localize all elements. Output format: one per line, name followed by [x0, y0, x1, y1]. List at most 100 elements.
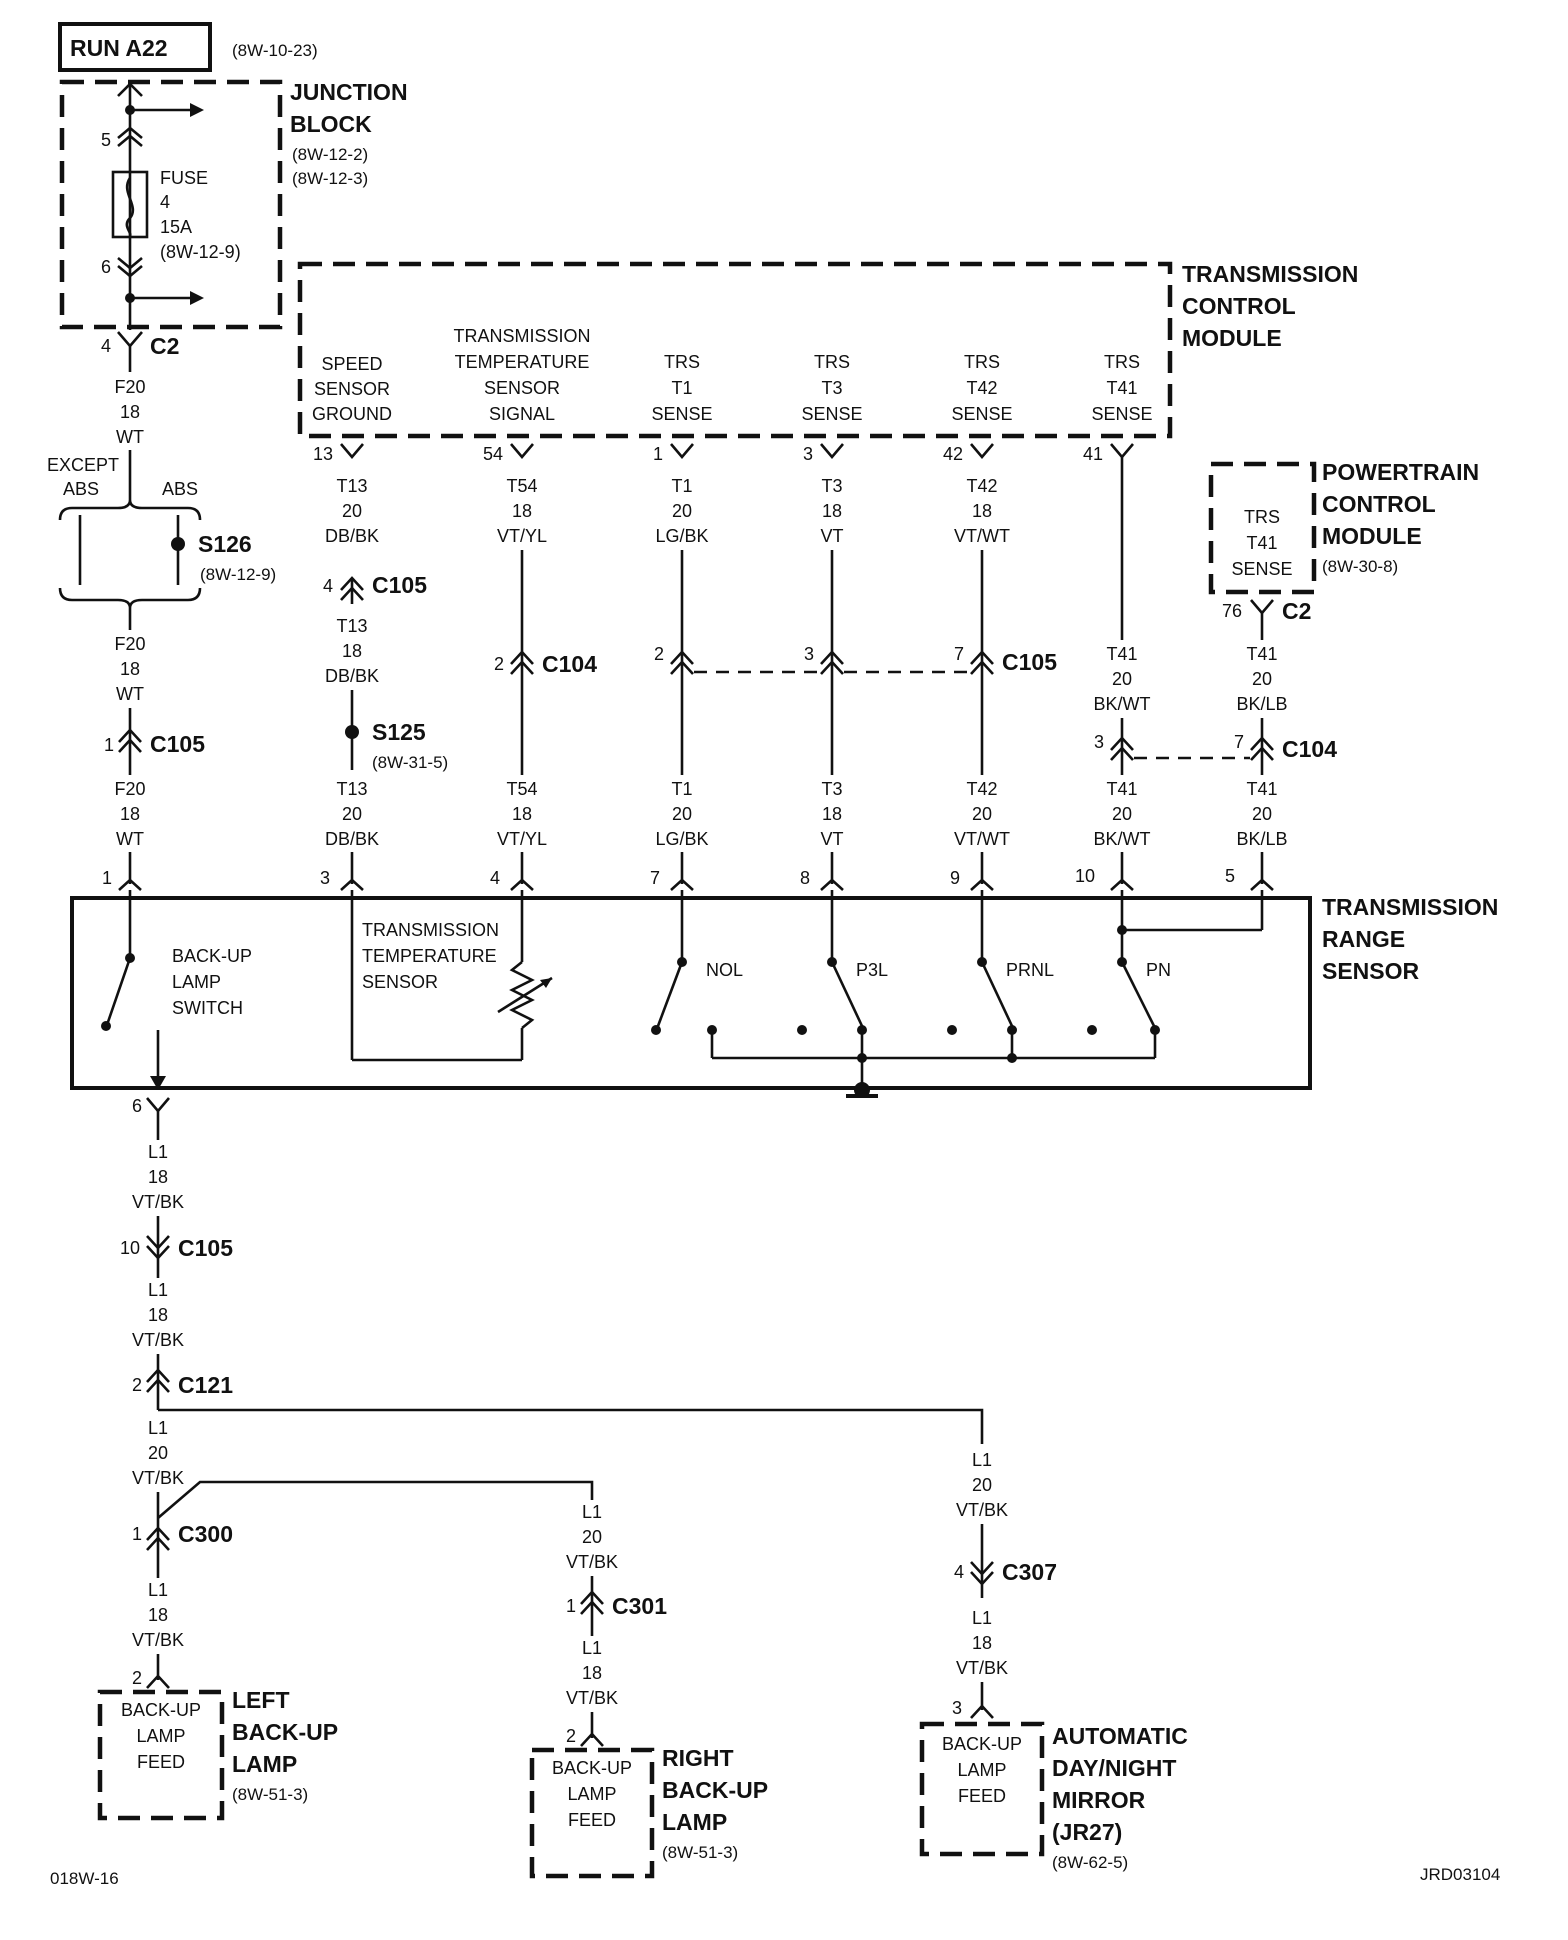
svg-text:T1: T1 — [671, 779, 692, 799]
svg-text:VT/YL: VT/YL — [497, 526, 547, 546]
wire-f20-bot-2: 18 — [120, 804, 140, 824]
c300-pin: 1 — [132, 1524, 142, 1544]
trs-ground-bus — [707, 1025, 1157, 1098]
svg-text:L1: L1 — [972, 1608, 992, 1628]
svg-text:TRS: TRS — [1104, 352, 1140, 372]
tcm-pin-13: 13 — [313, 444, 333, 464]
svg-text:SIGNAL: SIGNAL — [489, 404, 555, 424]
svg-text:BK/LB: BK/LB — [1236, 829, 1287, 849]
l1-branch-to-mirror — [158, 1408, 984, 1444]
s125-ref: (8W-31-5) — [372, 753, 448, 772]
l1-wire-labels-mirror-a: L1 20 VT/BK — [956, 1450, 1008, 1520]
svg-text:L1: L1 — [972, 1450, 992, 1470]
pcm-label-1: TRS — [1244, 507, 1280, 527]
t1-wire-labels-bot: T1 20 LG/BK — [655, 779, 708, 849]
svg-text:20: 20 — [672, 804, 692, 824]
left-lamp-pin: 2 — [132, 1668, 142, 1688]
trs-pin-7: 7 — [650, 868, 660, 888]
right-lamp-box-2: LAMP — [567, 1784, 616, 1804]
svg-text:20: 20 — [148, 1443, 168, 1463]
nol-switch — [651, 890, 687, 1035]
svg-text:VT/BK: VT/BK — [132, 1192, 184, 1212]
t41-wire-labels-mid: T41 20 BK/WT — [1094, 644, 1151, 714]
trs-pin-6: 6 — [132, 1096, 142, 1116]
wire-f20-mid-2: 18 — [120, 659, 140, 679]
l1-wire-labels-left: L1 18 VT/BK — [132, 1580, 184, 1650]
pcm-c2-name: C2 — [1282, 598, 1311, 624]
backup-switch-label-1: BACK-UP — [172, 946, 252, 966]
mirror-connector — [970, 1682, 994, 1719]
run-label: RUN A22 — [70, 35, 168, 61]
svg-text:T42: T42 — [966, 476, 997, 496]
tcm-box — [297, 261, 1173, 439]
pcm-label-2: T41 — [1246, 533, 1277, 553]
c105-connector-l1 — [146, 1216, 170, 1278]
svg-text:L1: L1 — [148, 1418, 168, 1438]
left-lamp-title-2: BACK-UP — [232, 1719, 338, 1745]
run-label-box — [58, 22, 212, 72]
tcm-pin-1: 1 — [653, 444, 663, 464]
svg-text:L1: L1 — [582, 1502, 602, 1522]
t41pcm-wire-labels-mid: T41 20 BK/LB — [1236, 644, 1287, 714]
tcm-pin-41: 41 — [1083, 444, 1103, 464]
p3l-label: P3L — [856, 960, 888, 980]
l1-wire-labels-mirror-b: L1 18 VT/BK — [956, 1608, 1008, 1678]
c105-f20-pin: 1 — [104, 735, 114, 755]
mirror-title-1: AUTOMATIC — [1052, 1723, 1188, 1749]
pcm-label-3: SENSE — [1231, 559, 1292, 579]
prnl-label: PRNL — [1006, 960, 1054, 980]
mirror-box-3: FEED — [958, 1786, 1006, 1806]
right-lamp-box-3: FEED — [568, 1810, 616, 1830]
pcm-ref: (8W-30-8) — [1322, 557, 1398, 576]
nol-label: NOL — [706, 960, 743, 980]
tcm-pin-54: 54 — [483, 444, 503, 464]
tcm-circuit-t1: TRS T1 SENSE — [651, 352, 712, 424]
trs-input-connectors — [118, 852, 1274, 891]
c2-name: C2 — [150, 333, 179, 359]
pcm-box — [1208, 461, 1317, 595]
l1-wire-labels-b: L1 18 VT/BK — [132, 1280, 184, 1350]
trs-box — [70, 896, 1312, 1090]
t13-wire-labels-mid: T13 18 DB/BK — [325, 616, 379, 686]
tcm-title-3: MODULE — [1182, 325, 1282, 351]
junction-block-ref-2: (8W-12-3) — [292, 169, 368, 188]
pcm-c2-connector — [1250, 599, 1274, 640]
tcm-pin-42: 42 — [943, 444, 963, 464]
mirror-ref: (8W-62-5) — [1052, 1853, 1128, 1872]
right-lamp-pin: 2 — [566, 1726, 576, 1746]
c105-connector-group — [670, 650, 994, 675]
tcm-circuit-speed-ground: SPEED SENSOR GROUND — [312, 354, 392, 424]
c105-t13-name: C105 — [372, 572, 427, 598]
c121-name: C121 — [178, 1372, 233, 1398]
svg-text:T13: T13 — [336, 779, 367, 799]
c105-group-pin-3: 3 — [804, 644, 814, 664]
mirror-title-3: MIRROR — [1052, 1787, 1146, 1813]
right-lamp-title-3: LAMP — [662, 1809, 727, 1835]
s126-ref: (8W-12-9) — [200, 565, 276, 584]
c2-connector-jb — [117, 331, 143, 372]
svg-text:18: 18 — [342, 641, 362, 661]
svg-text:TRS: TRS — [814, 352, 850, 372]
junction-block-title-1: JUNCTION — [290, 79, 408, 105]
left-lamp-box — [97, 1689, 225, 1821]
junction-block-title-2: BLOCK — [290, 111, 372, 137]
l1-wire-labels-a: L1 18 VT/BK — [132, 1142, 184, 1212]
right-lamp-ref: (8W-51-3) — [662, 1843, 738, 1862]
s125-name: S125 — [372, 719, 426, 745]
l1-wire-labels-c: L1 20 VT/BK — [132, 1418, 184, 1488]
svg-text:L1: L1 — [582, 1638, 602, 1658]
left-lamp-ref: (8W-51-3) — [232, 1785, 308, 1804]
svg-text:T1: T1 — [671, 476, 692, 496]
trs-title-3: SENSOR — [1322, 958, 1420, 984]
c104-connector-t54 — [510, 550, 534, 775]
c105-group-name: C105 — [1002, 649, 1057, 675]
c104-connector-group — [1110, 718, 1274, 775]
svg-text:DB/BK: DB/BK — [325, 829, 379, 849]
pcm-title-1: POWERTRAIN — [1322, 459, 1479, 485]
svg-text:T54: T54 — [506, 779, 537, 799]
mirror-box — [919, 1721, 1045, 1857]
t42-wire-labels-bot: T42 20 VT/WT — [954, 779, 1010, 849]
wire-f20-mid-3: WT — [116, 684, 144, 704]
s125-splice — [345, 690, 359, 770]
c307-connector — [970, 1524, 994, 1598]
